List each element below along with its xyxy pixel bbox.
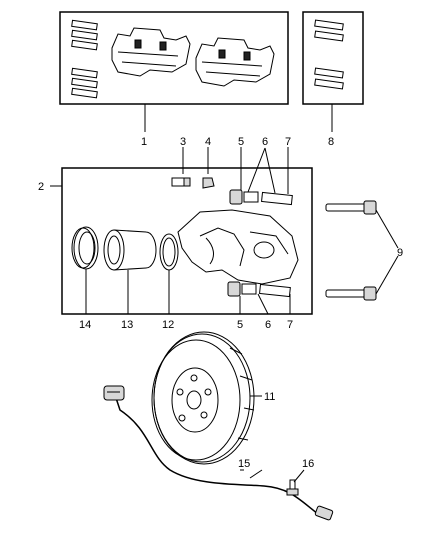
callout-4: 4 (205, 136, 211, 148)
guide-pin-lower (227, 281, 291, 298)
piston-o-ring (159, 233, 179, 271)
callout-numbers: 1 8 2 3 4 5 6 7 9 14 13 12 5 6 7 11 15 1… (38, 136, 403, 470)
bleeder-cap (202, 177, 215, 189)
leader-lines (50, 147, 399, 483)
callout-13: 13 (121, 319, 133, 331)
guide-bolt-upper (325, 200, 377, 215)
pad-clip-kit-group (302, 11, 364, 105)
brake-pad-kit-box (59, 11, 289, 105)
callout-6-upper: 6 (262, 136, 268, 148)
callout-7-upper: 7 (285, 136, 291, 148)
callout-1: 1 (141, 136, 147, 148)
brake-pad-set-right (195, 37, 275, 87)
callout-12: 12 (162, 319, 174, 331)
callout-3: 3 (180, 136, 186, 148)
callout-11: 11 (264, 391, 275, 403)
callout-15: 15 (238, 458, 250, 470)
caliper-assembly-group (61, 167, 313, 315)
callout-5-upper: 5 (238, 136, 244, 148)
callout-7-lower: 7 (287, 319, 293, 331)
caliper-body (177, 209, 299, 285)
callout-16: 16 (302, 458, 314, 470)
brake-rotor (151, 331, 255, 465)
guide-bolt-lower (325, 286, 377, 301)
brake-pad-set-left (111, 27, 191, 77)
callout-5-lower: 5 (237, 319, 243, 331)
caliper-guide-bolts (325, 200, 377, 301)
caliper-assembly-box (61, 167, 313, 315)
sensor-mounting-bolt (286, 479, 299, 496)
guide-pin-upper (229, 189, 293, 206)
caliper-piston (103, 229, 157, 271)
callout-8: 8 (328, 136, 334, 148)
pad-clips-left (71, 19, 98, 99)
pad-clip-kit-box (302, 11, 364, 105)
callout-14: 14 (79, 319, 91, 331)
callout-6-lower: 6 (265, 319, 271, 331)
bleeder-screw (171, 177, 191, 187)
callout-9: 9 (397, 247, 403, 259)
brake-pad-kit-group (59, 11, 289, 105)
piston-seal-boot (71, 226, 99, 270)
callout-2: 2 (38, 181, 44, 193)
